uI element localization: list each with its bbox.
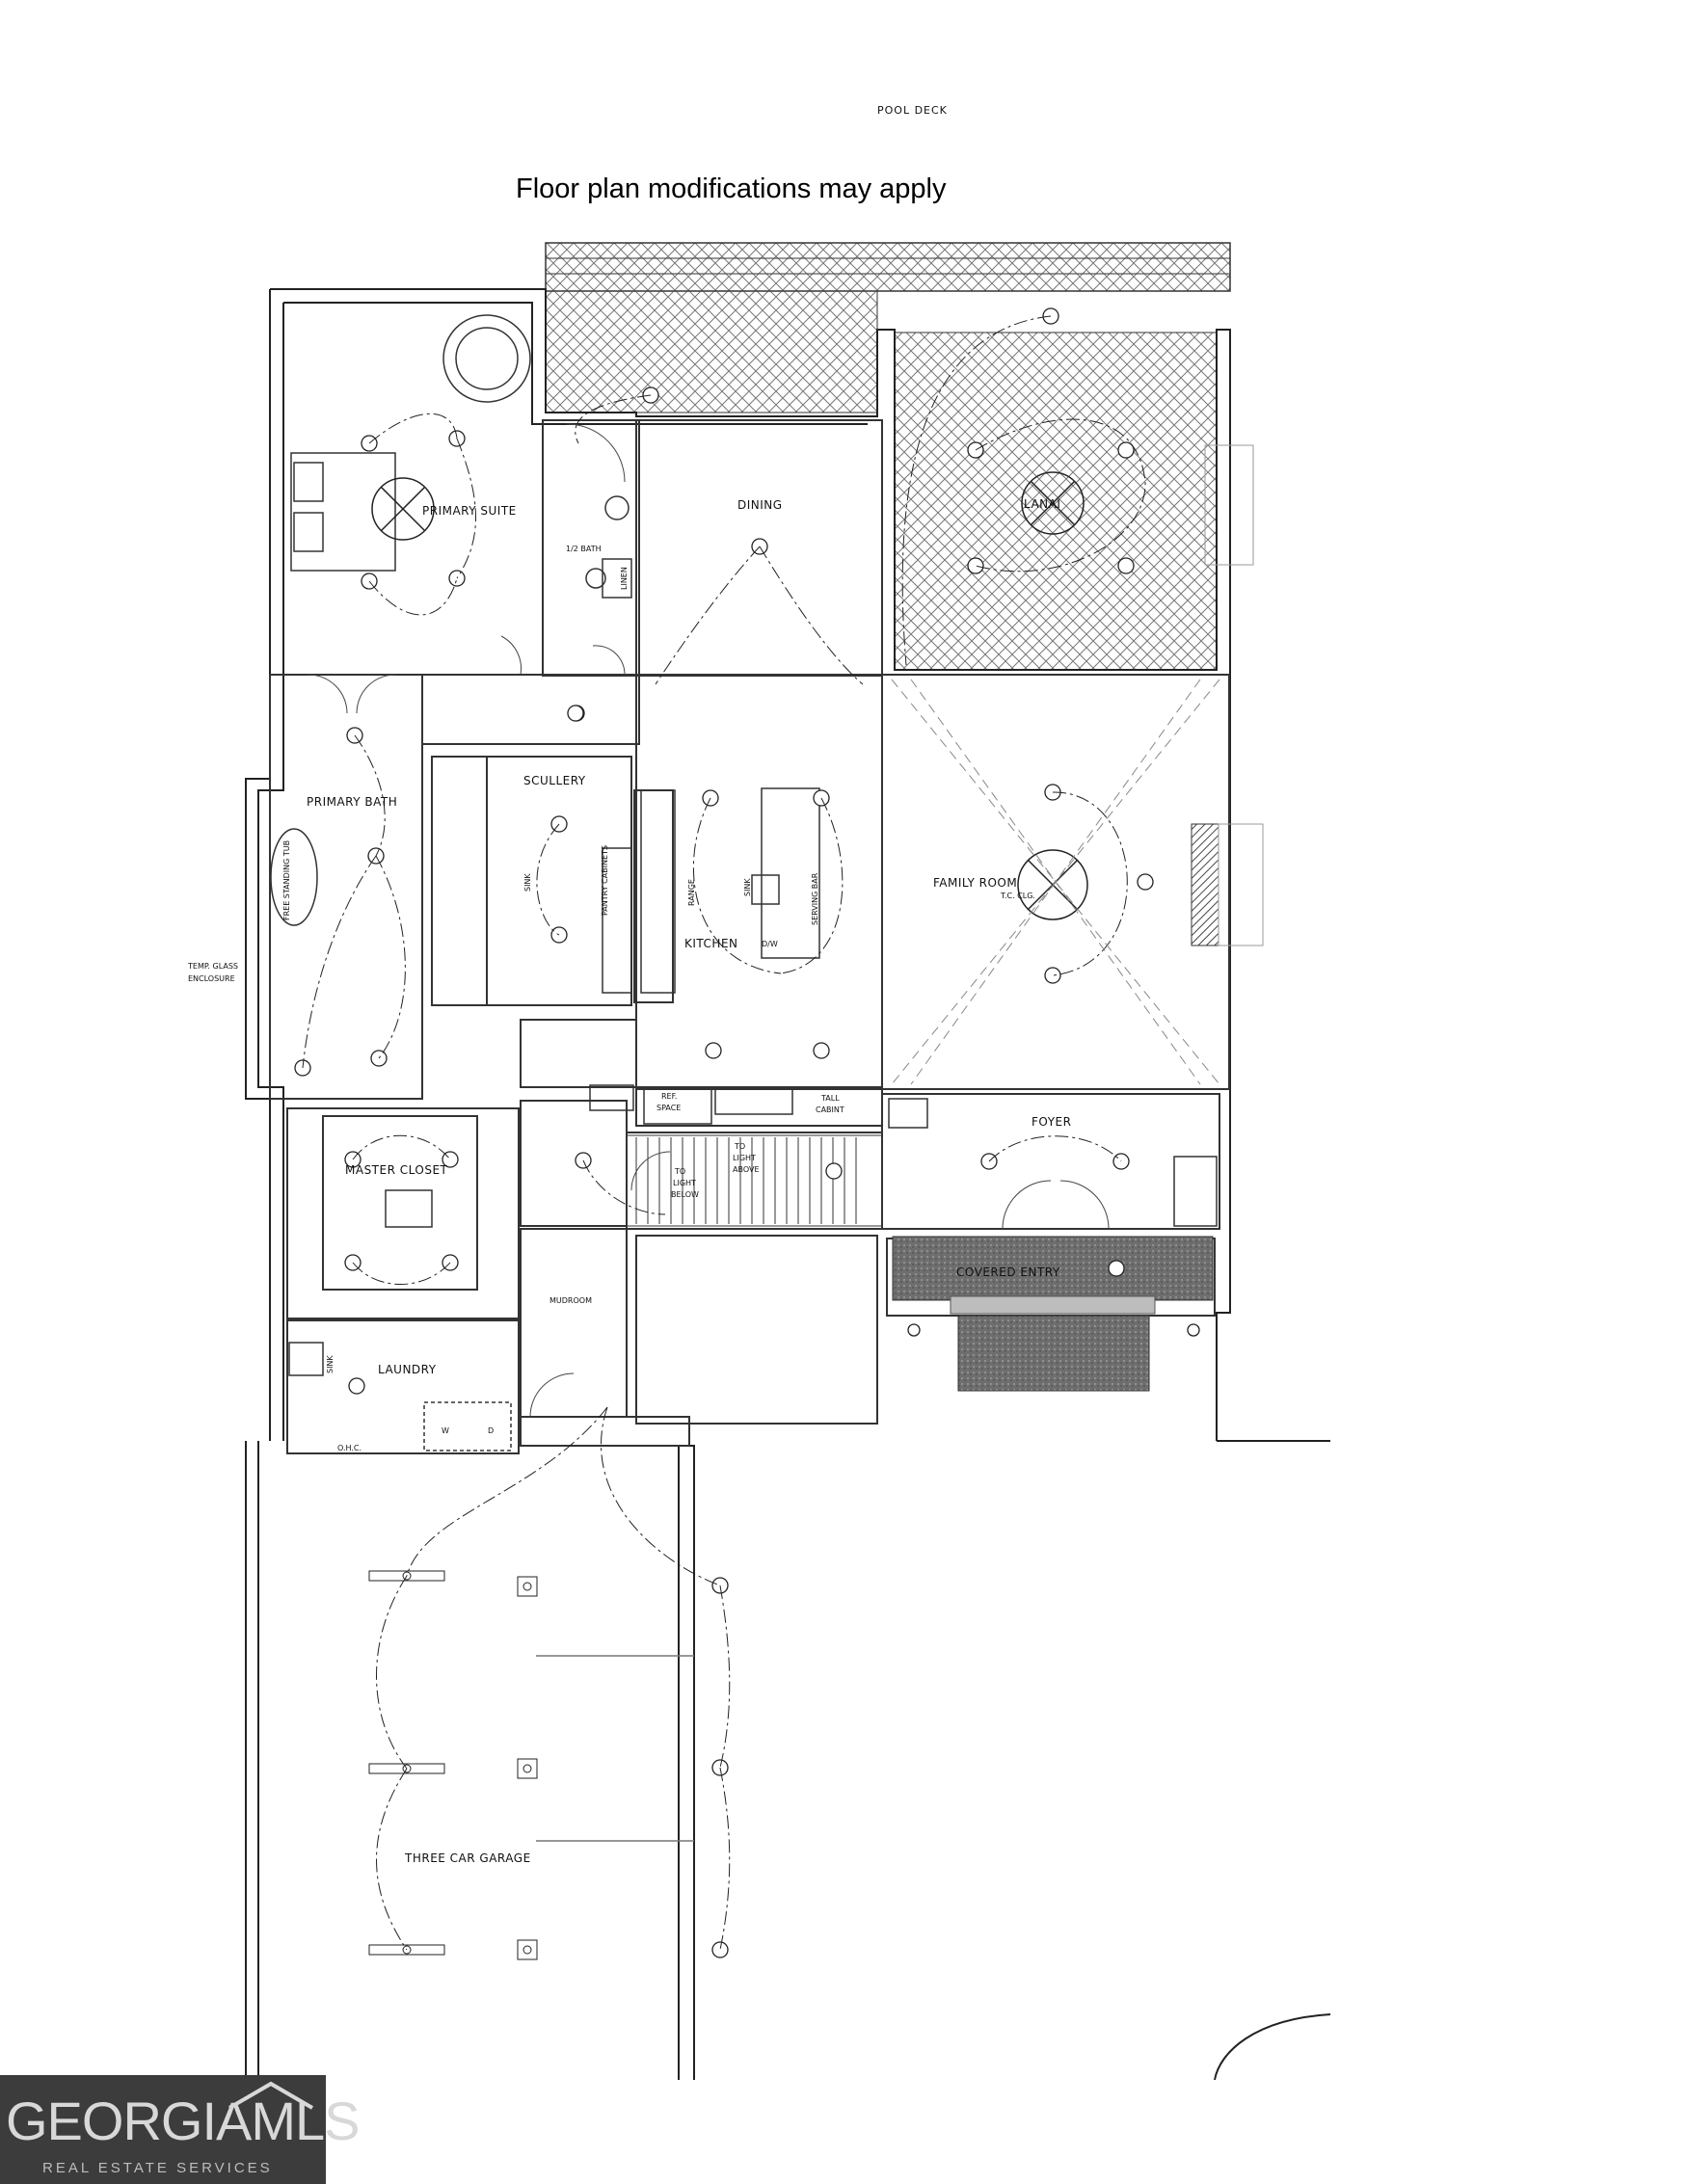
- label-to-light-above-1: TO: [734, 1142, 745, 1151]
- label-to-light-above-2: LIGHT: [733, 1154, 756, 1162]
- label-half-bath: 1/2 BATH: [566, 545, 602, 553]
- label-temp-glass: TEMP. GLASS: [187, 962, 238, 971]
- door-swing: [308, 423, 1110, 1418]
- label-dryer: D: [488, 1426, 494, 1435]
- label-dw: D/W: [762, 940, 778, 948]
- light-fixture-icon: [294, 307, 1200, 1958]
- label-tall-cabinet-2: CABINT: [816, 1105, 844, 1114]
- label-lanai: LANAI: [1024, 497, 1060, 511]
- label-laundry: LAUNDRY: [378, 1363, 437, 1376]
- covered-entry-pad: [892, 1236, 1214, 1392]
- label-ohc: O.H.C.: [337, 1444, 362, 1452]
- label-to-light-below-3: BELOW: [671, 1190, 699, 1199]
- label-tall-cabinet-1: TALL: [820, 1094, 840, 1103]
- label-scullery: SCULLERY: [523, 774, 586, 787]
- pool-deck-label: POOL DECK: [877, 104, 948, 117]
- label-tc-clg: T.C. CLG.: [1000, 892, 1035, 900]
- label-primary-bath: PRIMARY BATH: [307, 795, 397, 809]
- logo-tagline: REAL ESTATE SERVICES: [42, 2160, 273, 2176]
- label-to-light-below-2: LIGHT: [673, 1179, 696, 1187]
- label-primary-suite: PRIMARY SUITE: [422, 504, 517, 518]
- tray-ceiling-lines: [891, 679, 1220, 1085]
- label-serving-bar: SERVING BAR: [811, 872, 819, 925]
- label-master-closet: MASTER CLOSET: [345, 1163, 448, 1177]
- label-enclosure: ENCLOSURE: [188, 974, 235, 983]
- wiring-path: [302, 315, 1146, 1951]
- label-sink-bath: SINK: [523, 873, 532, 892]
- logo-wordmark: GEORGIAMLS: [6, 2091, 361, 2151]
- label-mudroom: MUDROOM: [549, 1296, 592, 1305]
- floor-plan-note: Floor plan modifications may apply: [516, 173, 947, 204]
- georgia-mls-logo: GEORGIAMLS REAL ESTATE SERVICES: [0, 2075, 361, 2184]
- label-to-light-below-1: TO: [674, 1167, 685, 1176]
- pool-deck-pattern: [545, 242, 1231, 671]
- label-sink-laundry: SINK: [326, 1355, 335, 1373]
- fixtures: [270, 314, 1218, 1452]
- label-sink-island: SINK: [743, 878, 752, 896]
- label-kitchen: KITCHEN: [684, 937, 738, 950]
- staircase: [626, 1134, 883, 1227]
- label-linen: LINEN: [620, 567, 629, 590]
- label-family-room: FAMILY ROOM: [933, 876, 1017, 890]
- room-labels: PRIMARY SUITE 1/2 BATH LINEN DINING LANA…: [187, 497, 1071, 1865]
- label-range: RANGE: [687, 879, 696, 906]
- label-ref-space-2: SPACE: [656, 1104, 681, 1112]
- label-to-light-above-3: ABOVE: [733, 1165, 760, 1174]
- garage-partition: [536, 1655, 694, 1842]
- label-ref-space-1: REF.: [661, 1092, 677, 1101]
- ceiling-fan-icon: [371, 471, 1088, 920]
- label-garage: THREE CAR GARAGE: [404, 1851, 531, 1865]
- roof-icon: [228, 2081, 314, 2110]
- label-covered-entry: COVERED ENTRY: [956, 1265, 1060, 1279]
- label-free-standing-tub: FREE STANDING TUB: [282, 840, 291, 920]
- garage-door-opener-icon: [368, 1570, 538, 1960]
- label-dining: DINING: [737, 498, 783, 512]
- label-pantry-cabinets: PANTRY CABINETS: [601, 845, 609, 916]
- fireplace: [1191, 444, 1264, 946]
- label-washer: W: [442, 1426, 449, 1435]
- label-foyer: FOYER: [1032, 1115, 1071, 1129]
